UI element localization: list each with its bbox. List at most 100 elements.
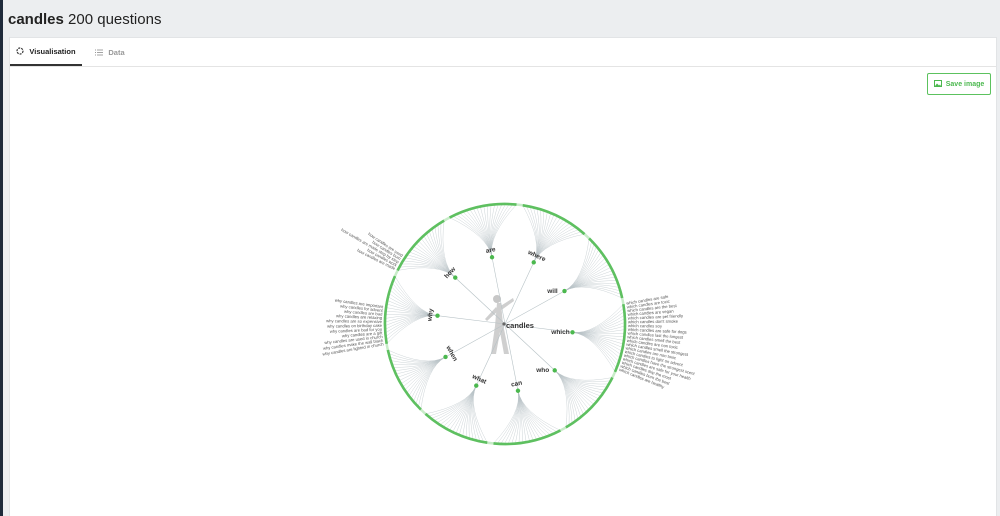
hub-are: are bbox=[448, 202, 517, 325]
center-keyword: candles bbox=[506, 321, 534, 330]
branch-line bbox=[564, 257, 606, 292]
branch-line bbox=[564, 277, 616, 292]
hub-where: where bbox=[504, 204, 586, 325]
branch-line bbox=[554, 370, 584, 415]
hub-dot[interactable] bbox=[474, 383, 479, 388]
tab-bar: Visualisation Data bbox=[10, 38, 996, 67]
branch-line bbox=[554, 370, 601, 397]
hub-arc bbox=[448, 202, 517, 219]
hub-dot[interactable] bbox=[531, 260, 536, 265]
hub-label[interactable]: who bbox=[535, 367, 549, 374]
hub-who: who bbox=[504, 323, 614, 429]
branch-line bbox=[406, 356, 446, 394]
branch-line bbox=[533, 233, 585, 263]
page-title: candles 200 questions bbox=[8, 11, 161, 28]
hub-dot[interactable] bbox=[443, 354, 448, 360]
branch-line bbox=[442, 220, 456, 278]
hub-spoke bbox=[491, 257, 506, 325]
hub-arc bbox=[565, 376, 614, 429]
branch-line bbox=[554, 370, 568, 428]
branch-line bbox=[388, 353, 446, 362]
hub-arc bbox=[386, 349, 422, 411]
hub-when: when bbox=[386, 323, 506, 411]
question-label[interactable]: which candles are non toxic bbox=[627, 338, 679, 350]
hub-dot[interactable] bbox=[562, 288, 567, 294]
question-label[interactable]: which candles soy bbox=[628, 323, 663, 329]
hub-dot[interactable] bbox=[489, 255, 495, 260]
hub-spoke bbox=[504, 323, 555, 371]
save-image-button[interactable]: Save image bbox=[927, 73, 991, 95]
branch-line bbox=[493, 390, 519, 444]
hub-label[interactable]: can bbox=[511, 380, 523, 389]
branch-line bbox=[572, 332, 620, 362]
branch-line bbox=[462, 385, 477, 437]
tab-data[interactable]: Data bbox=[90, 38, 130, 66]
hub-label[interactable]: why bbox=[426, 308, 435, 323]
question-label[interactable]: why candles are a gift bbox=[342, 330, 384, 338]
branch-line bbox=[404, 356, 446, 391]
hub-spoke bbox=[504, 262, 535, 325]
hub-label[interactable]: when bbox=[444, 344, 459, 363]
question-label[interactable]: which candles are pet friendly bbox=[628, 313, 684, 320]
window-edge bbox=[0, 0, 3, 516]
hub-label[interactable]: which bbox=[550, 329, 569, 336]
tab-visualisation[interactable]: Visualisation bbox=[10, 38, 82, 66]
question-label[interactable]: which candles don't smoke bbox=[628, 319, 679, 325]
branch-line bbox=[554, 370, 599, 400]
tab-label: Data bbox=[108, 47, 125, 57]
question-label[interactable]: why candles are bad for you bbox=[330, 327, 383, 334]
question-label[interactable]: why candles on birthday cake bbox=[327, 323, 383, 329]
hub-dot[interactable] bbox=[515, 388, 521, 393]
branch-line bbox=[394, 356, 446, 371]
question-label[interactable]: which candles are safe for dogs bbox=[628, 327, 687, 335]
hub-label[interactable]: where bbox=[526, 249, 547, 264]
question-label[interactable]: why candles are bad bbox=[344, 309, 383, 317]
question-label[interactable]: which candles last the longest bbox=[627, 331, 684, 340]
hub-label[interactable]: what bbox=[470, 373, 488, 386]
question-label[interactable]: which candles smell the best bbox=[627, 334, 681, 345]
hub-dot[interactable] bbox=[570, 330, 575, 335]
branch-line bbox=[572, 325, 626, 334]
question-label[interactable]: why candles are so expensive bbox=[326, 318, 383, 324]
image-icon bbox=[933, 79, 942, 89]
hub-arc bbox=[383, 275, 397, 345]
hub-arc bbox=[424, 412, 488, 444]
hub-spoke bbox=[504, 323, 519, 391]
branch-line bbox=[504, 390, 519, 445]
hub-dot[interactable] bbox=[453, 275, 458, 280]
branch-line bbox=[564, 286, 622, 295]
hub-arc bbox=[588, 237, 624, 299]
branch-line bbox=[572, 311, 625, 333]
hub-label[interactable]: will bbox=[546, 288, 558, 295]
branch-line bbox=[517, 390, 548, 437]
question-label[interactable]: which candles are the best bbox=[627, 303, 678, 313]
branch-line bbox=[433, 385, 477, 421]
hub-dot[interactable] bbox=[435, 313, 440, 318]
branch-line bbox=[564, 254, 604, 292]
branch-line bbox=[472, 385, 481, 442]
hub-spoke bbox=[455, 277, 506, 325]
list-icon bbox=[95, 49, 104, 56]
branch-line bbox=[564, 286, 623, 299]
hub-spoke bbox=[475, 323, 506, 386]
hub-arc bbox=[613, 303, 627, 373]
branch-line bbox=[425, 385, 477, 415]
question-label[interactable]: why candles are used in church bbox=[324, 334, 384, 345]
branch-line bbox=[387, 349, 446, 362]
question-label[interactable]: which candles are toxic bbox=[626, 299, 670, 310]
branch-line bbox=[436, 385, 477, 423]
hub-spoke bbox=[504, 290, 565, 325]
question-label[interactable]: why candles are relaxing bbox=[336, 313, 383, 320]
hub-spoke bbox=[445, 323, 506, 358]
question-label[interactable]: why candles are important bbox=[334, 298, 384, 310]
hub-spoke bbox=[504, 323, 573, 333]
branch-line bbox=[507, 390, 520, 445]
hub-label[interactable]: are bbox=[485, 246, 496, 255]
question-label[interactable]: which candles are vegan bbox=[627, 308, 674, 316]
hub-dot[interactable] bbox=[552, 368, 557, 373]
center-dot bbox=[502, 322, 506, 326]
branch-line bbox=[491, 204, 517, 258]
question-label[interactable]: why candles for advent bbox=[340, 303, 384, 313]
